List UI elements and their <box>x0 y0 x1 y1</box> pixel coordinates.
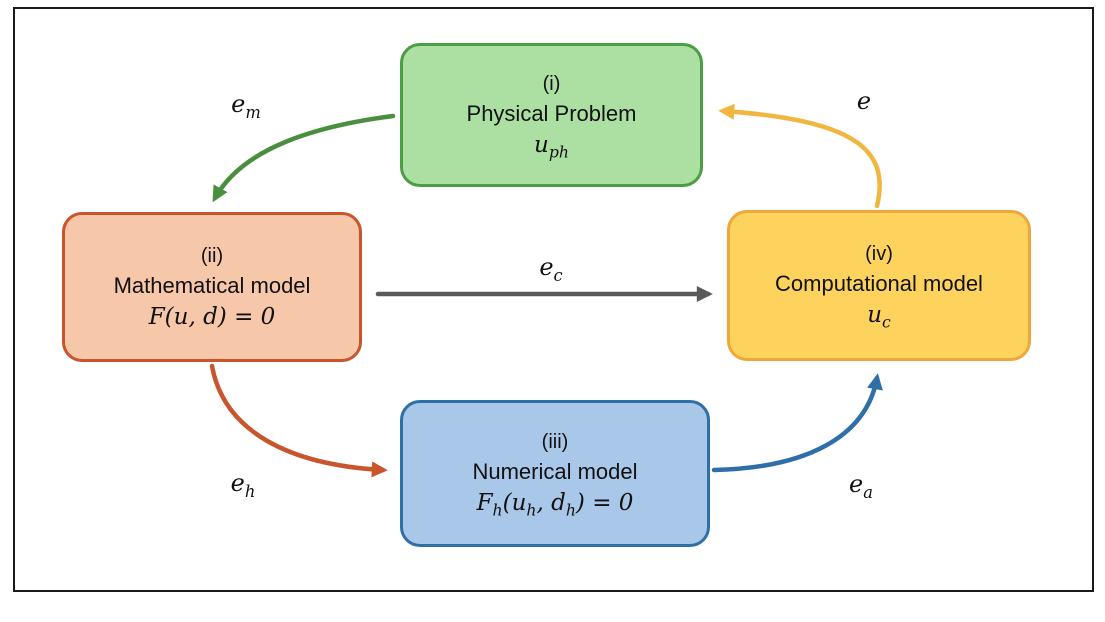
edge-label-eh: eh <box>230 469 256 501</box>
numerical-model-box: (iii) Numerical model Fh(uh, dh) = 0 <box>400 400 710 547</box>
box-math: uph <box>534 131 569 162</box>
diagram-frame <box>13 7 1094 592</box>
box-number: (iii) <box>541 431 569 453</box>
box-number: (iv) <box>865 243 893 265</box>
edge-label-ec: ec <box>539 253 563 285</box>
box-math: F(u, d) = 0 <box>148 303 276 330</box>
box-title: Mathematical model <box>113 272 311 298</box>
computational-model-box: (iv) Computational model uc <box>727 210 1031 361</box>
physical-problem-box: (i) Physical Problem uph <box>400 43 703 187</box>
box-math: uc <box>867 302 891 332</box>
box-title: Computational model <box>775 271 983 296</box>
box-math: Fh(uh, dh) = 0 <box>476 490 634 520</box>
box-number: (ii) <box>200 244 224 267</box>
edge-label-e: e <box>856 87 872 115</box>
edge-label-ea: ea <box>849 470 873 502</box>
box-number: (i) <box>542 72 561 95</box>
mathematical-model-box: (ii) Mathematical model F(u, d) = 0 <box>62 212 362 362</box>
box-title: Physical Problem <box>466 100 637 126</box>
box-title: Numerical model <box>472 459 638 484</box>
edge-label-em: em <box>231 90 261 122</box>
